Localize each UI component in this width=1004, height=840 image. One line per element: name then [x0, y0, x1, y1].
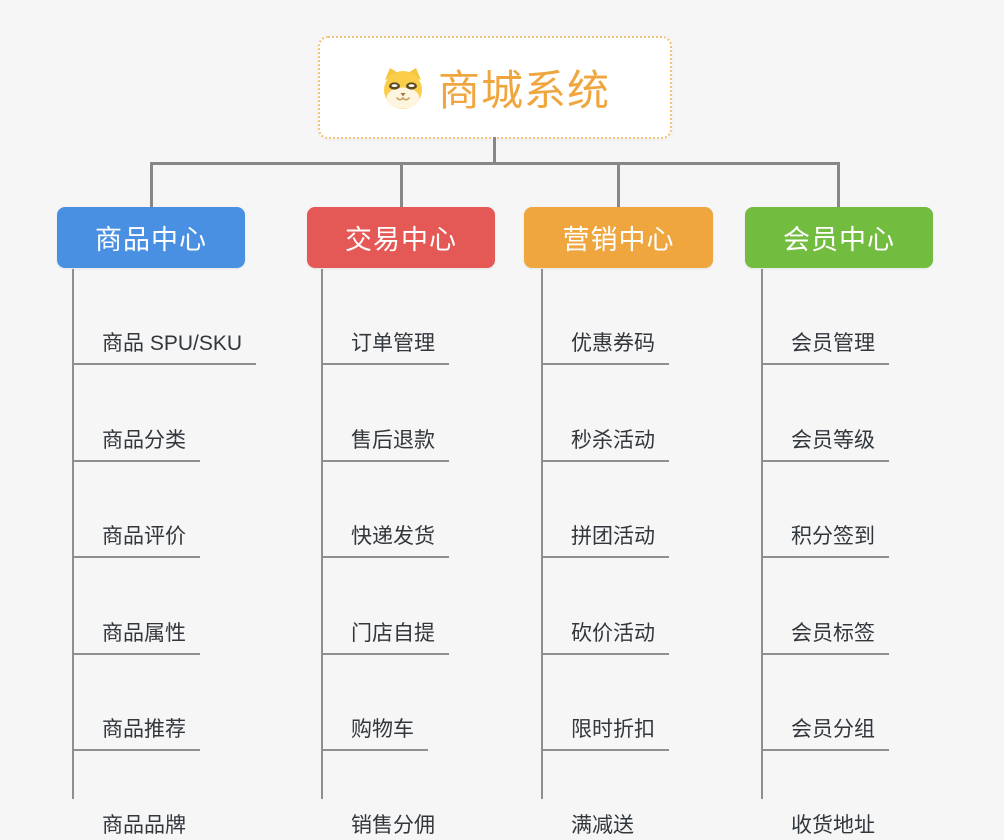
dog-face-icon — [383, 67, 422, 109]
branch-node-member[interactable]: 会员中心 — [745, 207, 933, 268]
mindmap-item[interactable]: 拼团活动 — [541, 462, 669, 559]
connector-stub-trade — [400, 162, 403, 208]
root-node-label: 商城系统 — [437, 67, 610, 114]
mindmap-item[interactable]: 商品推荐 — [72, 655, 200, 751]
mindmap-item[interactable]: 订单管理 — [321, 269, 449, 366]
mindmap-item[interactable]: 会员标签 — [761, 558, 889, 655]
mindmap-item[interactable]: 限时折扣 — [541, 655, 669, 751]
mindmap-item[interactable]: 商品评价 — [72, 462, 200, 559]
mindmap-item[interactable]: 购物车 — [321, 655, 428, 751]
connector-stub-member — [837, 162, 840, 208]
connector-bus — [150, 162, 839, 165]
mindmap-item[interactable]: 快递发货 — [321, 462, 449, 559]
root-node[interactable]: 商城系统 — [318, 36, 672, 139]
mindmap-item[interactable]: 秒杀活动 — [541, 365, 669, 462]
mindmap-item[interactable]: 商品分类 — [72, 365, 200, 462]
sub-column-marketing: 优惠券码 秒杀活动 拼团活动 砍价活动 限时折扣 满减送 — [541, 269, 669, 840]
mindmap-item[interactable]: 优惠券码 — [541, 269, 669, 366]
mindmap-item[interactable]: 积分签到 — [761, 462, 889, 559]
mindmap-item[interactable]: 会员等级 — [761, 365, 889, 462]
branch-node-label: 营销中心 — [562, 225, 675, 255]
mindmap-item[interactable]: 商品 SPU/SKU — [72, 269, 257, 366]
connector-root-stub — [493, 137, 496, 163]
branch-node-product[interactable]: 商品中心 — [57, 207, 245, 268]
branch-node-label: 交易中心 — [345, 225, 457, 255]
mindmap-item[interactable]: 售后退款 — [321, 365, 449, 462]
sub-column-product: 商品 SPU/SKU 商品分类 商品评价 商品属性 商品推荐 商品品牌 — [72, 269, 257, 840]
mindmap-item[interactable]: 会员管理 — [761, 269, 889, 366]
mindmap-item[interactable]: 销售分佣 — [321, 751, 449, 840]
mindmap-item[interactable]: 会员分组 — [761, 655, 889, 751]
mindmap-item[interactable]: 商品品牌 — [72, 751, 200, 840]
branch-node-marketing[interactable]: 营销中心 — [524, 207, 713, 268]
branch-node-trade[interactable]: 交易中心 — [307, 207, 495, 268]
connector-stub-product — [150, 162, 153, 208]
mindmap-item[interactable]: 砍价活动 — [541, 558, 669, 655]
sub-column-trade: 订单管理 售后退款 快递发货 门店自提 购物车 销售分佣 — [321, 269, 449, 840]
branch-node-label: 会员中心 — [783, 225, 895, 255]
branch-node-label: 商品中心 — [95, 225, 207, 255]
mindmap-item[interactable]: 满减送 — [541, 751, 648, 840]
mindmap-item[interactable]: 商品属性 — [72, 558, 200, 655]
sub-column-member: 会员管理 会员等级 积分签到 会员标签 会员分组 收货地址 — [761, 269, 889, 840]
connector-stub-marketing — [617, 162, 620, 208]
mindmap-item[interactable]: 门店自提 — [321, 558, 449, 655]
mindmap-item[interactable]: 收货地址 — [761, 751, 889, 840]
